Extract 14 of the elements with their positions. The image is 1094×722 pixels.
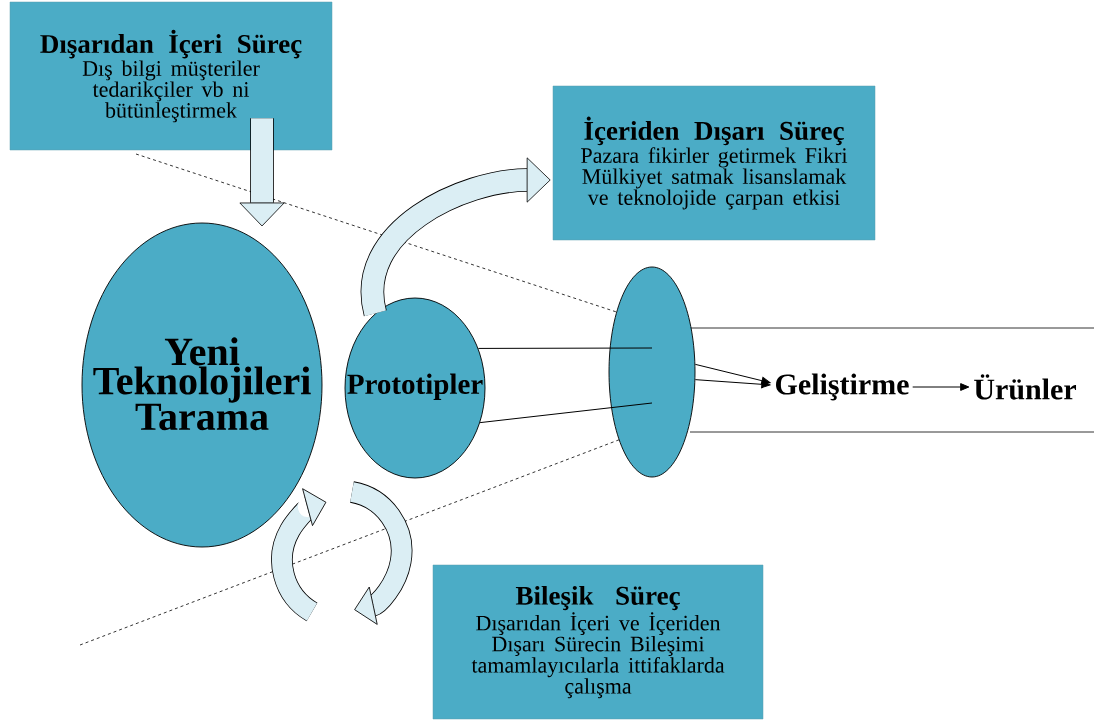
oval-node: Yeni Teknolojileri Tarama — [81, 222, 323, 548]
process-box: İçeriden Dışarı Süreç Pazara fikirler getirmek Fikri Mülkiyet satmak lisanslamak ve teknolojide çarpan etkisi — [552, 85, 876, 241]
connector-line — [479, 402, 653, 424]
block-arrow — [239, 118, 285, 227]
oval-node — [608, 266, 696, 478]
block-arrow — [360, 157, 551, 315]
oval-node: Prototipler — [344, 297, 486, 479]
process-box: Dışarıdan İçeri Süreç Dış bilgi müşteriler tedarikçiler vb ni bütünleştirmek — [9, 1, 333, 151]
connector-line — [477, 347, 653, 349]
arrow — [694, 379, 771, 389]
process-box: Bileşik Süreç Dışarıdan İçeri ve İçeriden Dışarı Sürecin Bileşimi tamamlayıcılarla ittifaklarda çalışma — [432, 564, 764, 720]
arrow — [912, 383, 970, 391]
stage-label: Ürünler — [974, 374, 1077, 400]
stage-label: Geliştirme — [776, 373, 909, 401]
